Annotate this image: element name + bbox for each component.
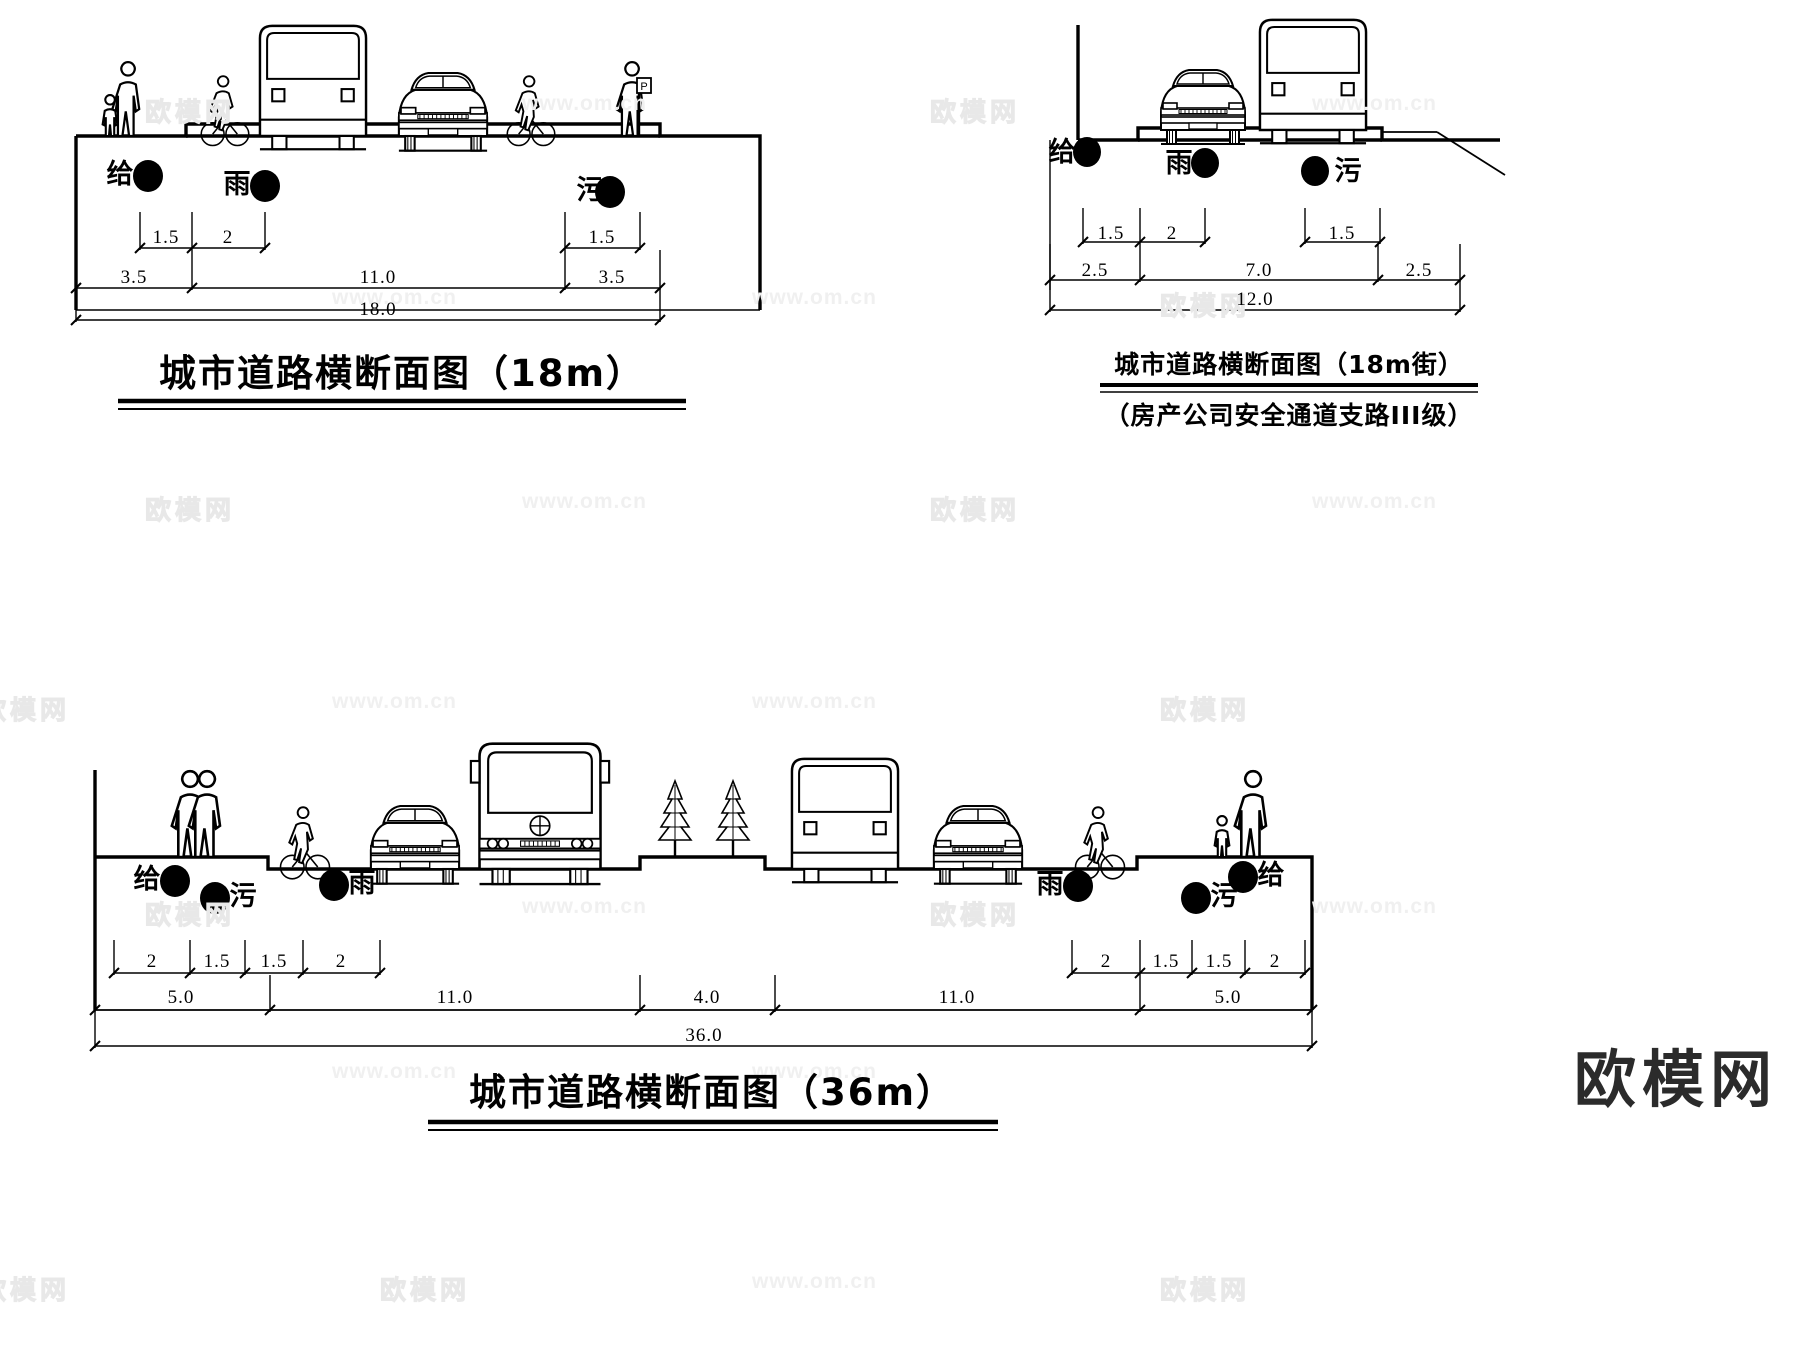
dim-5-0-left: 5.0 <box>167 987 195 1008</box>
dim-total-12: 12.0 <box>1236 289 1274 310</box>
site-logo: 欧模网 <box>1573 1046 1778 1115</box>
pipe-label-stormwater-right: 雨 <box>1036 869 1064 900</box>
pipe-label-sewage-left: 污 <box>229 881 257 912</box>
figure-title-18m: 城市道路横断面图（18m） <box>158 352 646 395</box>
dim-7-0: 7.0 <box>1245 260 1273 281</box>
pipe-label-sewage: 污 <box>576 175 604 206</box>
dim-right-2a: 2 <box>1100 951 1112 972</box>
dim-2: 2 <box>1166 223 1178 244</box>
dim-left-2a: 2 <box>146 951 158 972</box>
pipe-label-stormwater: 雨 <box>1165 148 1193 179</box>
dim-2-5-left: 2.5 <box>1081 260 1109 281</box>
pipe-label-water-supply: 给 <box>1048 137 1076 168</box>
dim-left-1-5b: 1.5 <box>260 951 288 972</box>
figure-subtitle-18m-street: （房产公司安全通道支路III级） <box>1104 401 1474 430</box>
dim-2: 2 <box>222 227 234 248</box>
figure-title-18m-street: 城市道路横断面图（18m街） <box>1114 350 1464 379</box>
dim-left-1-5a: 1.5 <box>203 951 231 972</box>
pipe-label-sewage-right: 污 <box>1210 881 1238 912</box>
pipe-label-water-supply-right: 给 <box>1257 860 1285 891</box>
dim-3-5-left: 3.5 <box>120 267 148 288</box>
dim-1-5-right: 1.5 <box>588 227 616 248</box>
figure-36m-linework <box>89 742 1318 1131</box>
dim-2-5-right: 2.5 <box>1405 260 1433 281</box>
dim-1-5-left: 1.5 <box>1097 223 1125 244</box>
dim-right-1-5a: 1.5 <box>1152 951 1180 972</box>
dim-right-2b: 2 <box>1269 951 1281 972</box>
dim-5-0-right: 5.0 <box>1214 987 1242 1008</box>
dim-3-5-right: 3.5 <box>598 267 626 288</box>
figure-title-36m: 城市道路横断面图（36m） <box>468 1071 956 1114</box>
figure-18m-linework <box>70 24 762 410</box>
dim-1-5-left: 1.5 <box>152 227 180 248</box>
dim-11-0-right: 11.0 <box>938 987 976 1008</box>
dim-11-0-left: 11.0 <box>436 987 474 1008</box>
dim-left-2b: 2 <box>335 951 347 972</box>
dim-total-36: 36.0 <box>685 1025 723 1046</box>
pipe-label-stormwater-left: 雨 <box>348 868 376 899</box>
dim-right-1-5b: 1.5 <box>1205 951 1233 972</box>
figure-18m-street-linework <box>1044 18 1506 393</box>
pipe-label-water-supply-left: 给 <box>133 864 161 895</box>
pipe-label-water-supply: 给 <box>106 159 134 190</box>
dim-total-18: 18.0 <box>359 299 397 320</box>
dim-4-0-median: 4.0 <box>693 987 721 1008</box>
dim-11-0: 11.0 <box>359 267 397 288</box>
pipe-label-sewage: 污 <box>1334 156 1362 187</box>
pipe-label-stormwater: 雨 <box>223 169 251 200</box>
dim-1-5-right: 1.5 <box>1328 223 1356 244</box>
